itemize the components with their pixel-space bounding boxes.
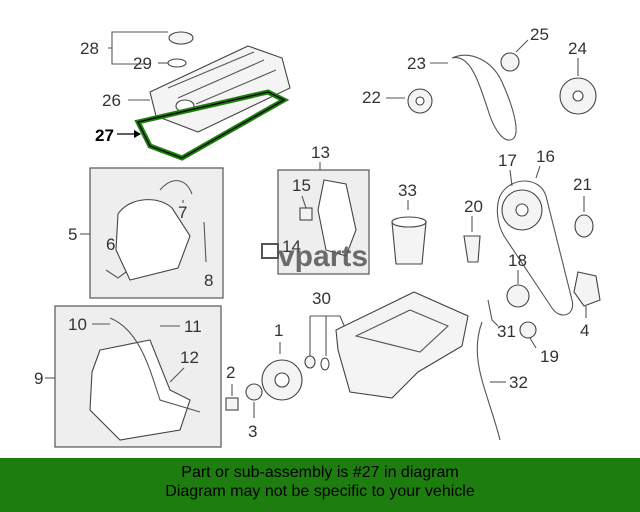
watermark-mark: [261, 243, 279, 259]
info-banner-line-1: Part or sub-assembly is #27 in diagram: [181, 464, 459, 481]
callout-25: 25: [530, 25, 549, 44]
callout-5: 5: [68, 225, 77, 244]
callout-30: 30: [312, 289, 331, 308]
watermark-text: vparts: [278, 240, 368, 273]
oil-filter: [391, 221, 427, 265]
info-banner-line-2: Diagram may not be specific to your vehi…: [165, 483, 475, 500]
leader-30: [309, 315, 347, 356]
timing-cover-box: 5 7 8 6: [68, 167, 224, 299]
callout-19: 19: [540, 347, 559, 366]
callout-32: 32: [509, 373, 528, 392]
callout-13: 13: [311, 143, 330, 162]
leader-27-arrow: [134, 130, 141, 138]
callout-14: 14: [282, 237, 301, 256]
o-ring: [167, 58, 187, 68]
sprocket-25: [500, 52, 520, 72]
callout-2: 2: [226, 363, 235, 382]
seal-6: [105, 269, 127, 279]
crank-pulley-hub: [274, 372, 290, 388]
inner-timing-cover: [89, 339, 191, 441]
callout-27: 27: [95, 126, 114, 145]
callout-26: 26: [102, 91, 121, 110]
oil-filter-group: 33: [391, 181, 427, 265]
leader-28: [108, 31, 168, 65]
callout-31: 31: [497, 322, 516, 341]
callout-3: 3: [248, 422, 257, 441]
leader-15: [301, 195, 307, 209]
timing-top-group: 25 24 23 22: [362, 25, 597, 141]
leader-17: [509, 169, 513, 187]
callout-24: 24: [568, 39, 587, 58]
callout-15: 15: [292, 176, 311, 195]
oil-pan-baffle: [354, 309, 449, 353]
callout-33: 33: [398, 181, 417, 200]
callout-7: 7: [178, 203, 187, 222]
seal-10-11: [109, 317, 201, 413]
callout-9: 9: [34, 369, 43, 388]
callout-6: 6: [106, 235, 115, 254]
dipstick-32: [476, 321, 501, 441]
callout-28: 28: [80, 39, 99, 58]
info-banner: Part or sub-assembly is #27 in diagram D…: [0, 458, 640, 512]
crank-sprocket-hub: [515, 203, 529, 217]
leader-12: [169, 367, 185, 383]
drain-plug-a: [304, 355, 316, 369]
oil-pan-group: 30 1 2 3 32: [225, 289, 528, 441]
oil-cap: [168, 31, 194, 45]
watermark-logo: vparts: [261, 240, 368, 273]
callout-18: 18: [508, 251, 527, 270]
idler-21: [574, 214, 594, 238]
belt-right-group: 17 16 20 21 18 4 31 19: [463, 147, 601, 366]
tensioner-box: 13 15 14: [277, 143, 370, 275]
leader-25: [515, 39, 529, 53]
callout-23: 23: [407, 54, 426, 73]
callout-21: 21: [573, 175, 592, 194]
valve-cover: [149, 45, 291, 133]
inner-cover-box: 9 10 11 12: [34, 305, 222, 448]
washer-3: [245, 383, 263, 401]
seal-8: [203, 221, 207, 263]
bolt-2: [225, 397, 239, 411]
cam-sprocket-hub: [572, 90, 584, 102]
parts-diagram: 28 29 26 27 25 24: [34, 25, 601, 448]
callout-16: 16: [536, 147, 555, 166]
pulley-22-hub: [415, 96, 425, 106]
callout-17: 17: [498, 151, 517, 170]
callout-4: 4: [580, 321, 589, 340]
callout-11: 11: [184, 317, 202, 336]
valve-cover-group: 28 29 26 27: [80, 31, 291, 161]
callout-8: 8: [204, 271, 213, 290]
timing-belt-23: [451, 54, 517, 141]
sprocket-18: [506, 284, 530, 308]
dipstick-tube-31: [487, 299, 499, 327]
leader-16: [535, 165, 541, 179]
timing-belt-16: [496, 180, 574, 316]
timing-cover: [115, 199, 191, 281]
callout-12: 12: [180, 348, 199, 367]
callout-10: 10: [68, 315, 87, 334]
callout-20: 20: [464, 197, 483, 216]
bolt-15: [299, 207, 313, 221]
callout-29: 29: [133, 54, 152, 73]
valve-cover-ribs: [167, 51, 277, 105]
oil-pan: [335, 291, 469, 399]
callout-1: 1: [274, 321, 283, 340]
oil-filter-top: [391, 216, 427, 228]
gear-19: [519, 321, 537, 339]
tensioner-20: [463, 235, 481, 263]
leader-19: [529, 337, 537, 349]
plate-4: [573, 271, 601, 307]
valve-cover-gasket: [137, 91, 286, 159]
callout-22: 22: [362, 88, 381, 107]
seal-7: [159, 180, 193, 195]
drain-washer-b: [320, 357, 330, 371]
tensioner-bracket: [317, 179, 357, 257]
